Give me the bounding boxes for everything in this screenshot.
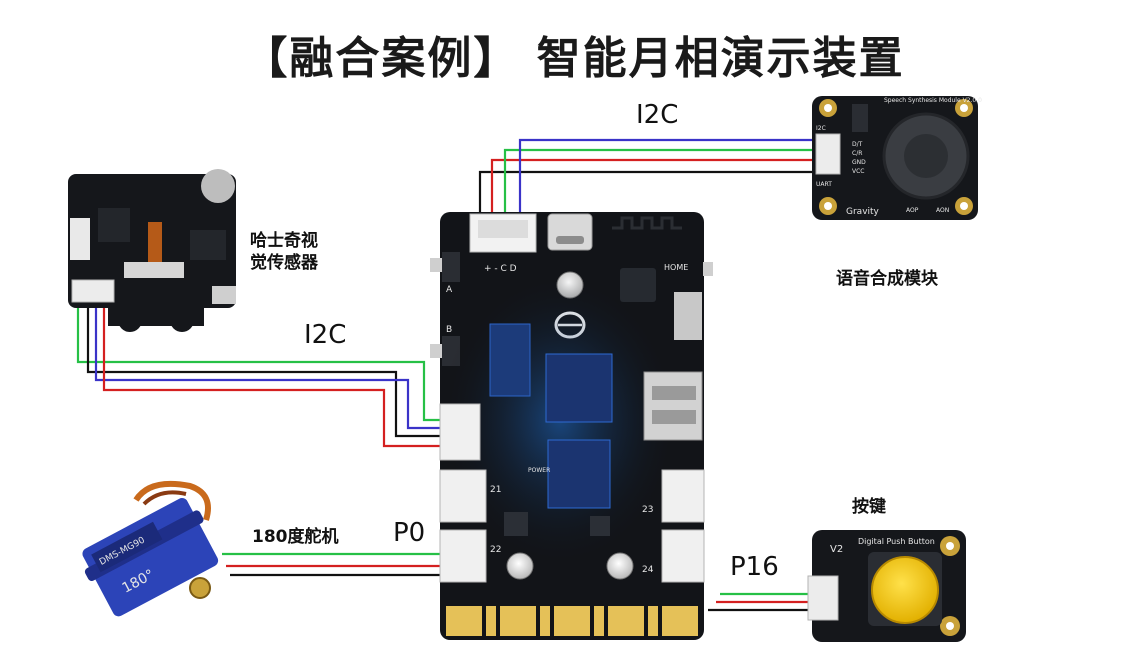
i2c-left-label: I2C	[304, 320, 347, 350]
power-label: POWER	[528, 467, 550, 474]
button-ver-label: V2	[830, 544, 843, 555]
p0-label: P0	[393, 518, 426, 548]
main-board: + - C D HOME A B 21 22	[430, 212, 713, 640]
home-label: HOME	[664, 263, 688, 272]
yellow-button-cap	[871, 556, 939, 624]
husky-label-line1: 哈士奇视	[250, 231, 318, 251]
wire-blue-husky	[94, 300, 482, 430]
wire-black-husky	[86, 300, 482, 438]
button-module: Digital Push Button V2	[807, 530, 966, 642]
voice-uart-label: UART	[816, 181, 832, 188]
gravity-label: Gravity	[846, 207, 880, 217]
voice-pin-gnd: GND	[852, 159, 866, 166]
pin21-label: 21	[490, 485, 501, 495]
wire-red-husky	[102, 300, 482, 448]
wire-blue-voice	[518, 138, 818, 212]
wires-voice-i2c	[478, 138, 818, 212]
wires-servo	[222, 552, 440, 577]
connector-p16	[661, 529, 705, 583]
pin22-label: 22	[490, 545, 501, 555]
btn-b-label: B	[446, 325, 452, 335]
wire-red-voice	[490, 158, 818, 212]
edge-connector	[446, 606, 698, 636]
usb-c-port	[547, 213, 593, 251]
voice-label: 语音合成模块	[836, 269, 938, 289]
button-module-label: Digital Push Button	[858, 537, 935, 546]
wires-button	[708, 592, 808, 612]
voice-aon-label: AON	[936, 207, 949, 214]
servo-label: 180度舵机	[252, 527, 339, 547]
button-label: 按键	[852, 497, 886, 517]
voice-pin-cr: C/R	[852, 150, 862, 157]
page-title: 【融合案例】 智能月相演示装置	[243, 33, 905, 84]
connector-p21	[439, 469, 487, 523]
voice-pin-vcc: VCC	[852, 168, 864, 175]
btn-a-label: A	[446, 285, 453, 295]
husky-label-line2: 觉传感器	[250, 253, 318, 273]
husky-label: 哈士奇视 觉传感器	[250, 230, 318, 274]
connector-p0	[439, 529, 487, 583]
board-connector-label: + - C D	[484, 264, 517, 274]
voice-aop-label: AOP	[906, 207, 919, 214]
servo-motor: DMS-MG90 180°	[82, 480, 219, 617]
voice-i2c-label: I2C	[816, 125, 826, 132]
i2c-top-label: I2C	[636, 100, 679, 130]
wire-black-voice	[478, 170, 818, 212]
husky-lens-module	[68, 169, 236, 332]
wire-green-voice	[503, 148, 818, 212]
connector-p23	[661, 469, 705, 523]
voice-module-label: Speech Synthesis Module V2.0.0	[884, 97, 982, 104]
voice-pin-dt: D/T	[852, 141, 863, 148]
voice-module: Speech Synthesis Module V2.0.0 I2C UART …	[812, 96, 982, 220]
usb-a-port	[643, 371, 703, 441]
p16-label: P16	[730, 552, 779, 582]
pin24-label: 24	[642, 565, 654, 575]
pin23-label: 23	[642, 505, 653, 515]
